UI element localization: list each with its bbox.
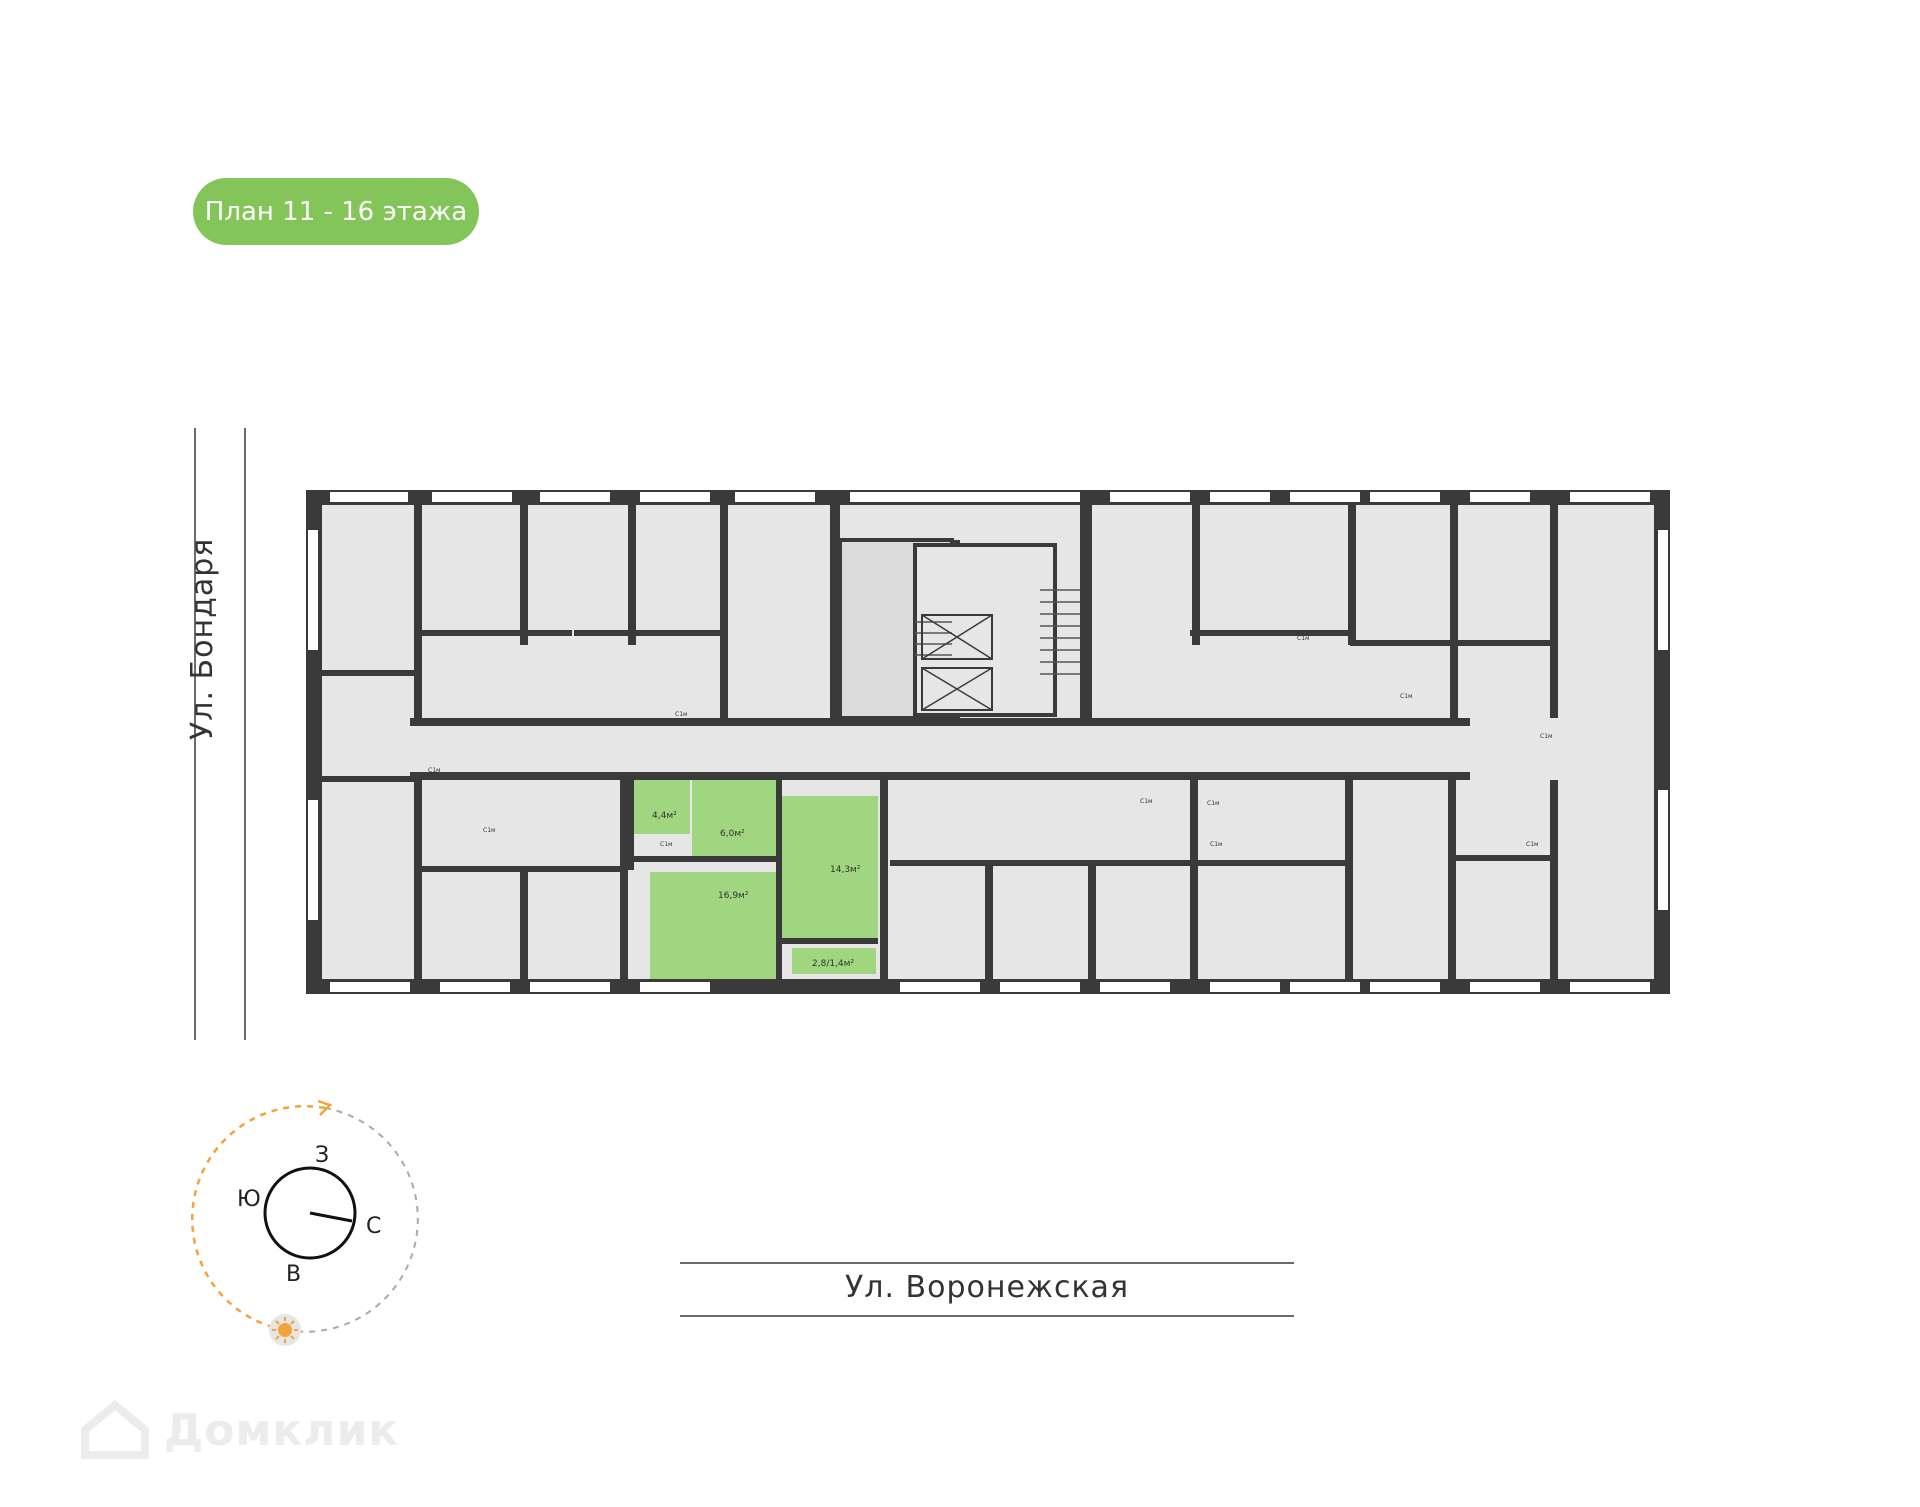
sun-direction-arrow	[317, 1099, 333, 1116]
area-label: С1м	[1297, 635, 1310, 642]
street-name-south: Ул. Воронежская	[844, 1270, 1129, 1305]
sun-icon	[272, 1317, 298, 1343]
area-label: С1м	[1400, 693, 1413, 700]
compass-label-south: В	[286, 1262, 302, 1287]
area-label: 14,3м²	[830, 865, 861, 875]
stair-elevator-core	[838, 538, 1080, 720]
area-label: 16,9м²	[718, 891, 749, 901]
highlighted-room-1	[634, 780, 690, 834]
compass	[190, 1099, 419, 1346]
area-label: С1м	[428, 767, 441, 774]
compass-label-north: З	[315, 1143, 330, 1168]
watermark-text: Домклик	[164, 1404, 400, 1456]
highlighted-apartment-walls	[628, 780, 878, 979]
area-label: 6,0м²	[720, 829, 745, 839]
compass-needle	[309, 1211, 353, 1223]
highlighted-apartment	[634, 780, 878, 979]
watermark: Домклик	[80, 1400, 399, 1460]
area-label: С1м	[1210, 841, 1223, 848]
compass-label-east: С	[366, 1214, 382, 1239]
area-label: С1м	[675, 711, 688, 718]
interior-walls	[322, 505, 1558, 979]
highlighted-room-3	[650, 872, 776, 979]
highlighted-room-4	[782, 796, 878, 938]
area-label: 2,8/1,4м²	[812, 959, 854, 969]
highlighted-room-5	[792, 948, 876, 974]
floor-plan-title: План 11 - 16 этажа	[204, 196, 468, 227]
area-label: С1м	[483, 827, 496, 834]
sun-path-arc	[284, 1107, 419, 1333]
area-label: С1м	[660, 841, 673, 848]
compass-label-west: Ю	[237, 1187, 261, 1212]
street-line-top	[680, 1262, 1294, 1264]
street-line-right	[244, 428, 246, 1040]
area-label: С1м	[1140, 798, 1153, 805]
street-line-left	[194, 428, 196, 1040]
area-label: С1м	[1526, 841, 1539, 848]
area-label: 4,4м²	[652, 811, 677, 821]
compass-circle	[263, 1166, 357, 1260]
windows	[308, 492, 1668, 992]
house-logo-icon	[81, 1400, 149, 1459]
sun-path-highlight	[190, 1104, 326, 1332]
area-label: С1м	[1540, 733, 1553, 740]
street-line-bottom	[680, 1315, 1294, 1317]
highlighted-room-2	[692, 780, 776, 856]
area-label: С1м	[1207, 800, 1220, 807]
floor-plan-title-badge: План 11 - 16 этажа	[193, 178, 479, 245]
